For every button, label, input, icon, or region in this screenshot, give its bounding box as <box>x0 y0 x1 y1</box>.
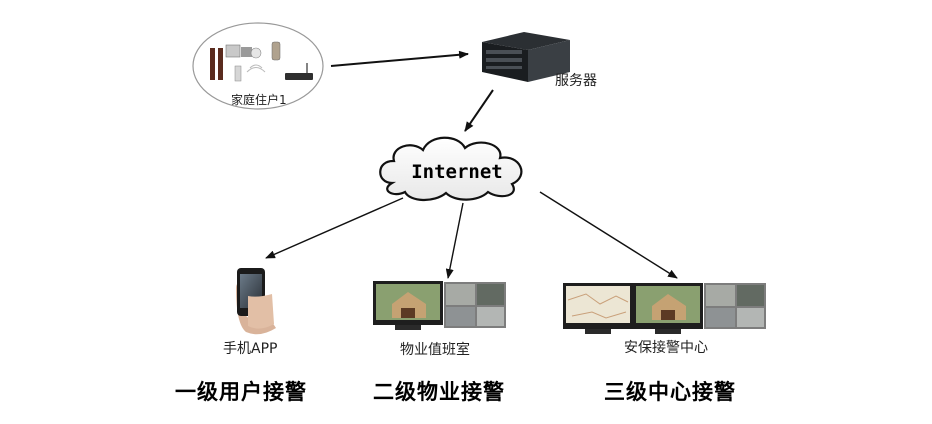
server-icon <box>482 32 570 82</box>
internet-cloud <box>379 136 523 202</box>
map-screen-icon <box>563 283 633 334</box>
server-node <box>482 32 570 82</box>
home-node <box>192 22 324 110</box>
internet-label: Internet <box>411 161 503 183</box>
security-center-node <box>563 283 766 334</box>
remote-control-icon <box>271 41 281 61</box>
home-label: 家庭住户1 <box>231 93 287 107</box>
smartphone-icon <box>236 268 276 335</box>
pir-sensor-icon <box>234 65 242 82</box>
arrow-internet-to-phone <box>265 197 404 259</box>
monitor-icon <box>373 281 443 330</box>
camera-feed-grid-icon <box>704 283 766 329</box>
server-label: 服务器 <box>555 73 597 89</box>
cloud-icon <box>379 136 523 202</box>
security-label: 安保接警中心 <box>624 340 708 356</box>
door-sensor-icon <box>210 48 223 80</box>
monitor-icon <box>633 283 703 334</box>
level2-label: 二级物业接警 <box>373 380 505 404</box>
smoke-detector-icon <box>246 47 266 73</box>
connection-arrows <box>265 50 678 279</box>
property-label: 物业值班室 <box>400 342 470 358</box>
arrow-internet-to-property <box>445 202 464 279</box>
arrow-internet-to-security <box>539 191 678 279</box>
arrow-server-to-internet <box>464 89 494 132</box>
arrow-home-to-server <box>330 50 469 67</box>
phone-node <box>236 268 276 335</box>
camera-feed-grid-icon <box>444 282 506 328</box>
level3-label: 三级中心接警 <box>604 380 736 404</box>
siren-icon <box>225 44 252 58</box>
phone-label: 手机APP <box>223 341 278 357</box>
property-node <box>373 281 506 330</box>
gateway-router-icon <box>285 63 313 80</box>
level1-label: 一级用户接警 <box>175 380 307 404</box>
